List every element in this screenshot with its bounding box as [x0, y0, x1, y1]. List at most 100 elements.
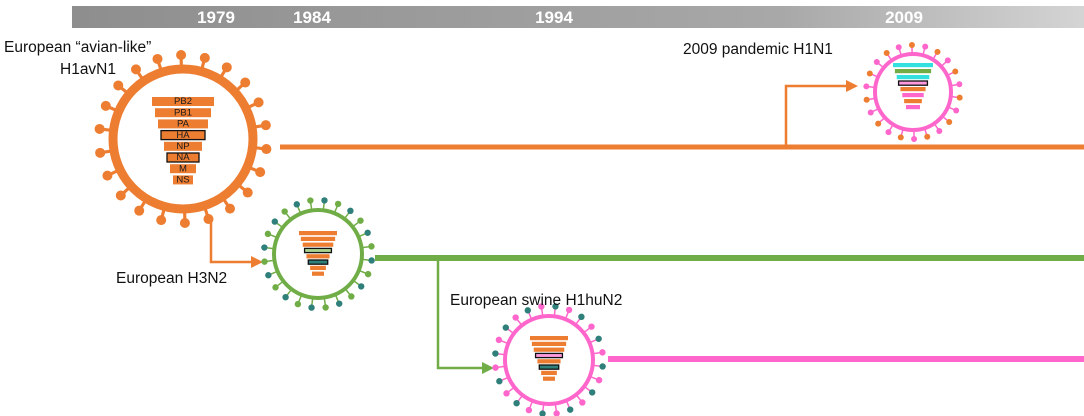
spike-knob [130, 64, 141, 75]
rna-segment [170, 164, 196, 174]
spike-knob [364, 229, 371, 236]
rna-segment [533, 347, 565, 352]
rna-segment [530, 336, 568, 341]
spike-knob [221, 62, 232, 73]
spike-knob [524, 307, 531, 314]
spike-knob [264, 230, 272, 238]
spike-knob [492, 364, 499, 371]
rna-segment [307, 259, 329, 265]
spike-knob [863, 96, 870, 103]
spike-knob [953, 107, 960, 114]
rna-segment [155, 108, 211, 118]
spike-knob [364, 270, 372, 278]
spike-knob [176, 50, 187, 61]
spike-knob [588, 389, 596, 396]
year-1984: 1984 [293, 8, 331, 27]
spike-knob [265, 272, 272, 279]
spike-knob [307, 197, 314, 204]
spike-knob [946, 118, 953, 125]
year-1979: 1979 [197, 8, 235, 27]
spike-knob [866, 70, 873, 77]
rna-segment [164, 141, 202, 151]
rna-segment [534, 352, 564, 359]
rna-segment [538, 364, 560, 370]
rna-segment [300, 236, 336, 241]
spike-knob [588, 323, 595, 330]
spike-knob [336, 300, 343, 307]
rna-segment [902, 93, 924, 98]
envelope [272, 208, 364, 300]
spike-knob [565, 306, 573, 314]
spike-knob [538, 303, 545, 310]
rna-segment [306, 254, 330, 259]
spike-knob [199, 52, 210, 63]
spike-knob [952, 68, 959, 75]
envelope [873, 52, 953, 132]
spike-knob [492, 350, 499, 357]
spike-knob [595, 335, 602, 342]
year-1994: 1994 [535, 8, 573, 27]
spike-knob [240, 77, 251, 88]
spike-knob [308, 304, 315, 311]
year-2009: 2009 [885, 8, 923, 27]
arrow-avian-to-h3n2 [209, 218, 263, 268]
spike-knob [553, 410, 560, 416]
spike-knob [512, 314, 519, 321]
rna-segment [897, 80, 929, 86]
rna-segment [160, 129, 206, 141]
spike-knob [94, 123, 105, 134]
spike-knob [134, 205, 145, 216]
spike-knob [895, 44, 902, 51]
spike-knob [293, 201, 300, 208]
rna-segment [152, 97, 214, 106]
spike-knob [261, 258, 268, 265]
rna-segment [900, 87, 926, 92]
spike-knob [260, 120, 271, 131]
spike-knob [897, 134, 904, 141]
segment-label: NA [176, 152, 190, 163]
spike-knob [253, 97, 264, 108]
spike-knob [348, 293, 355, 300]
spike-knob [321, 197, 328, 204]
spike-knob [911, 135, 918, 142]
spike-knob [867, 109, 874, 116]
spike-knob [152, 53, 163, 64]
virion-european-h3n2 [261, 197, 375, 311]
spike-knob [113, 80, 124, 91]
spike-knob [357, 217, 364, 224]
label-european-swine-h1hun2: European swine H1huN2 [450, 292, 623, 309]
rna-segment [541, 370, 557, 375]
spike-knob [261, 244, 268, 251]
segment-label: HA [176, 130, 190, 141]
spike-knob [513, 399, 520, 407]
segment-label: NP [176, 141, 189, 152]
segment-label: PB2 [174, 96, 192, 107]
rna-segment [893, 63, 933, 68]
spike-knob [282, 293, 289, 301]
label-avian-like-line1: European “avian-like” [4, 39, 152, 56]
spike-knob [334, 200, 342, 208]
rna-segment [904, 99, 922, 104]
label-avian-like-line2: H1avN1 [60, 61, 116, 78]
spike-knob [883, 50, 890, 57]
spike-knob [875, 120, 882, 127]
spike-knob [944, 57, 951, 64]
arrow-h3n2-to-h1hun2 [436, 258, 494, 374]
spike-knob [255, 167, 266, 178]
spike-knob [368, 257, 375, 264]
spike-knob [261, 144, 272, 155]
spike-knob [271, 218, 279, 225]
spike-knob [496, 378, 503, 385]
spike-knob [503, 390, 510, 397]
spike-knob [552, 303, 559, 310]
rna-segment [312, 271, 324, 276]
spike-knob [115, 190, 126, 201]
spike-knob [863, 83, 870, 90]
timeline-bar [72, 6, 1084, 28]
arrow-avian-to-pandemic [784, 80, 858, 147]
spike-knob [936, 127, 943, 134]
spike-knob [203, 214, 214, 225]
spike-knob [347, 207, 354, 215]
spike-knob [102, 170, 113, 181]
spike-knob [908, 42, 915, 49]
